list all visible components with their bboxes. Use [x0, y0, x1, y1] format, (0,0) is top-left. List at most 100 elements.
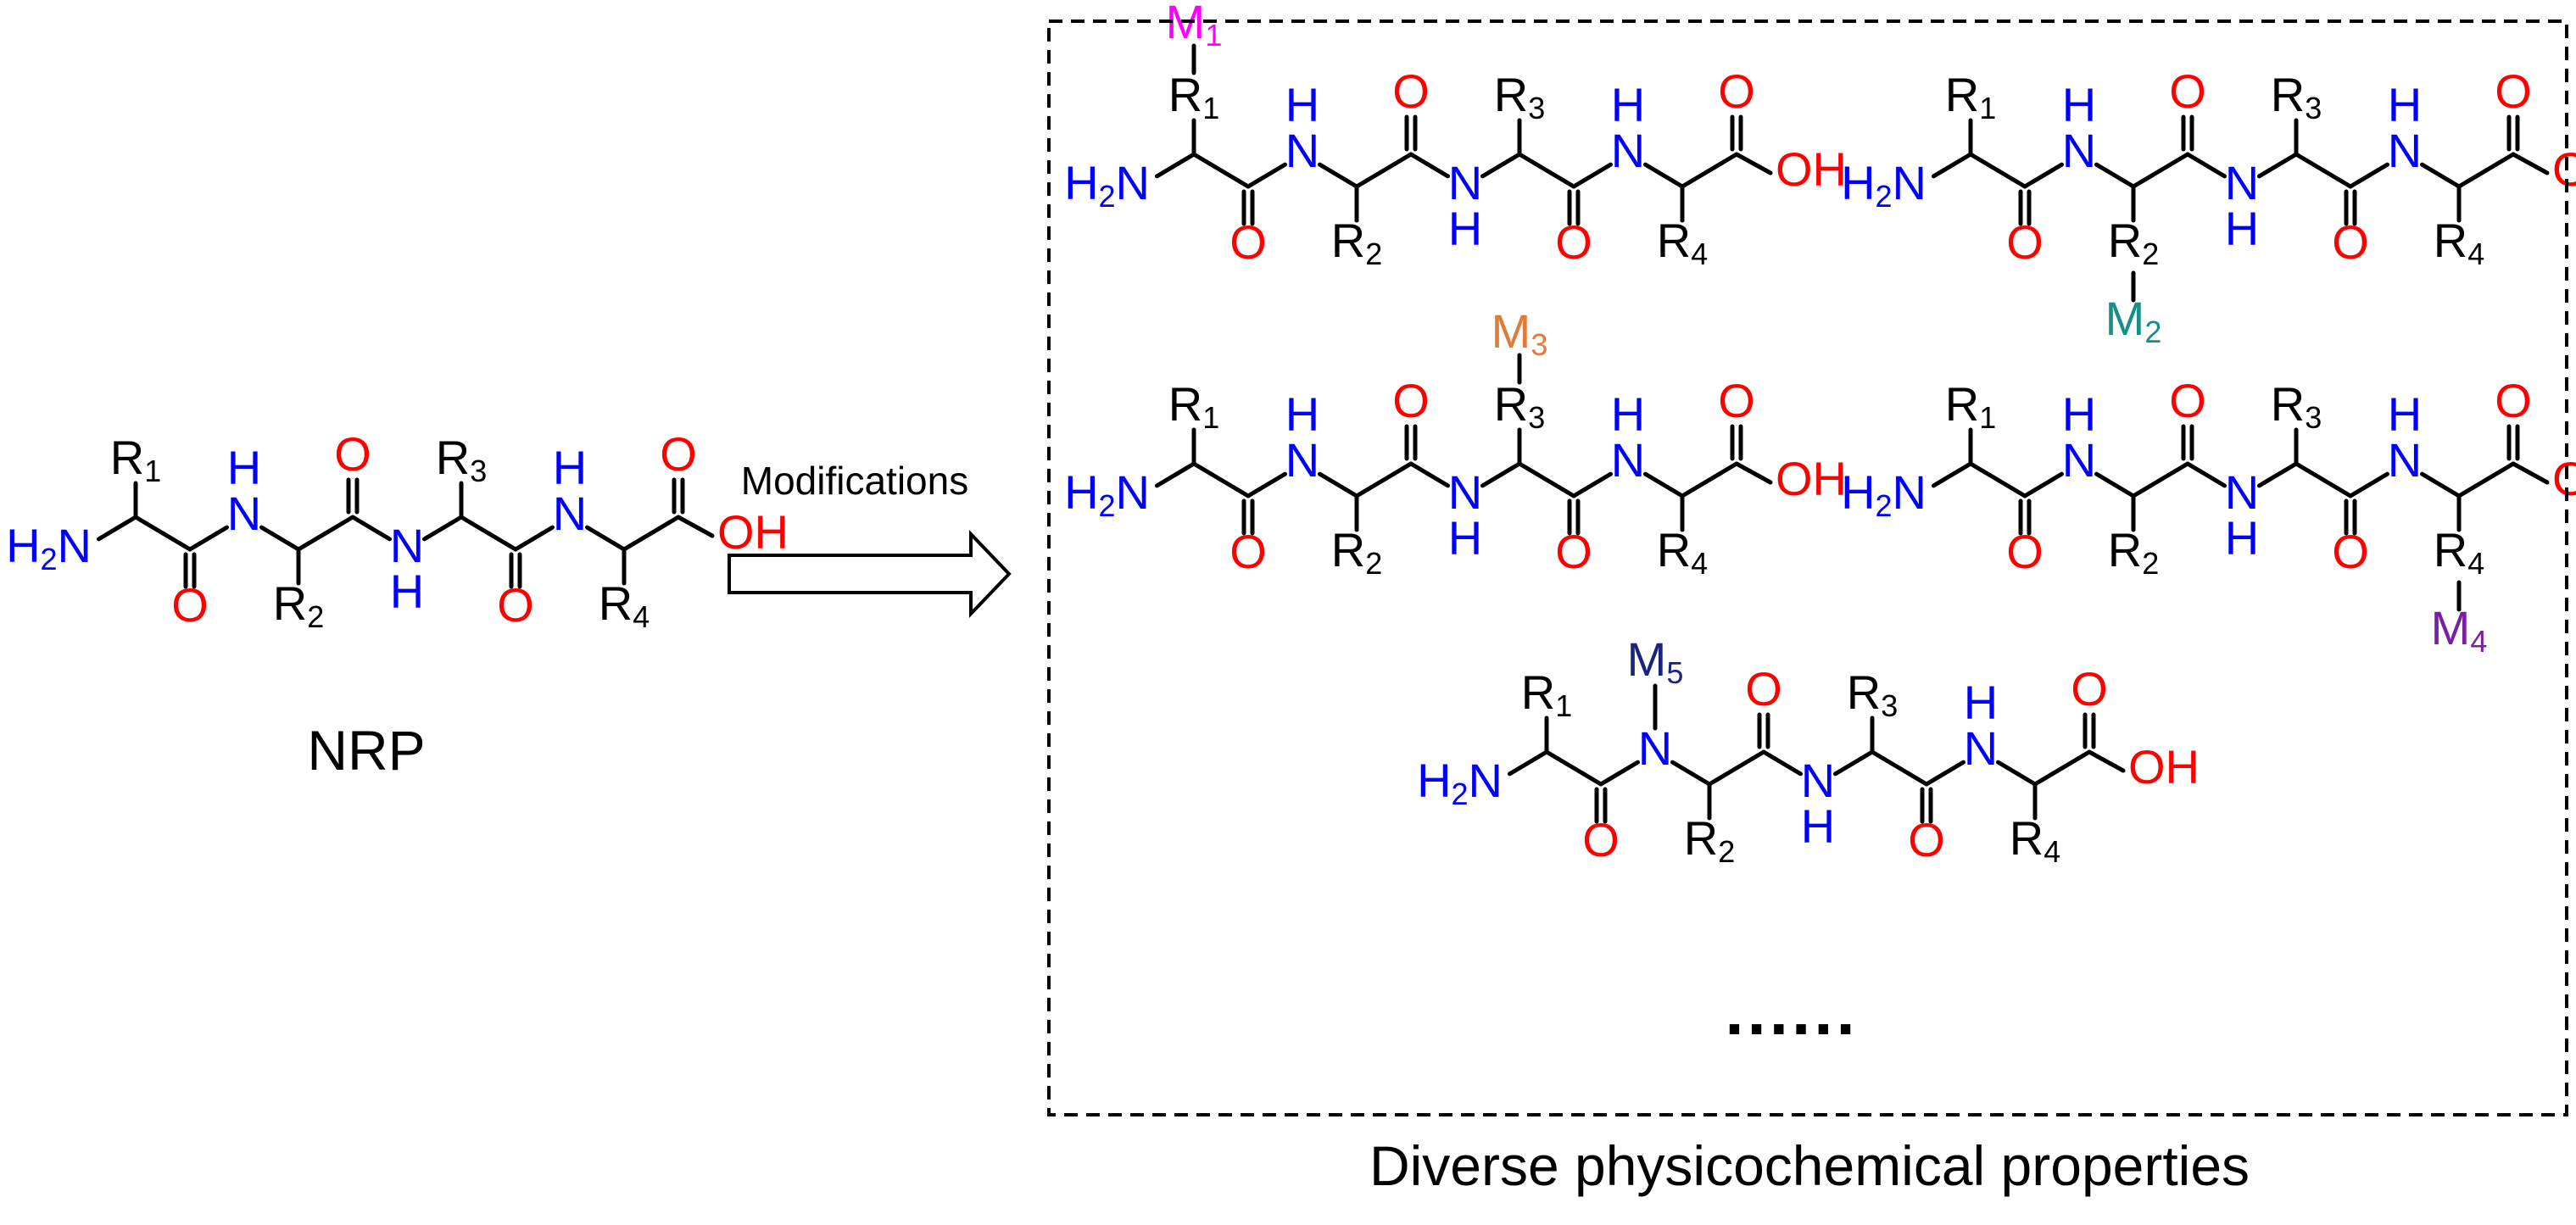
bond-line [1408, 461, 1451, 488]
bond-line [1408, 152, 1451, 179]
bond-line [1931, 461, 1973, 488]
amide-hydrogen-label: H [2225, 511, 2259, 565]
bond-line [296, 515, 355, 552]
side-chain-r4-label: R4 [2010, 811, 2060, 869]
bond-line [1571, 471, 1614, 498]
bond-line [1995, 760, 2038, 787]
bond-line [1191, 461, 1251, 498]
amide-hydrogen-label: H [2388, 387, 2422, 441]
bond-line [2185, 152, 2228, 179]
bond-line [1680, 461, 1739, 498]
side-chain-r4-label: R4 [2434, 214, 2484, 271]
side-chain-r3-label: R3 [1494, 377, 1545, 435]
bond-line [1354, 461, 1413, 498]
carboxyl-oxygen-label: O [2071, 662, 2108, 716]
amide-nitrogen-label: N [1285, 124, 1319, 177]
amide-hydrogen-label: H [227, 441, 261, 494]
bond-line [1480, 152, 1522, 179]
bond-line [1832, 749, 1875, 777]
bond-line [584, 525, 627, 552]
bond-line [1317, 471, 1359, 498]
bond-line [2348, 162, 2390, 189]
diverse-properties-label: Diverse physicochemical properties [1369, 1134, 2250, 1197]
side-chain-r3-label: R3 [1847, 665, 1898, 723]
amide-nitrogen-label: N [553, 487, 587, 540]
carbonyl-oxygen-label: O [1745, 662, 1782, 716]
amide-hydrogen-label: H [2062, 387, 2096, 441]
carbonyl-oxygen-label: O [1555, 215, 1592, 269]
amine-terminus-label: H2N [1064, 465, 1150, 523]
side-chain-r2-label: R2 [2108, 214, 2159, 271]
carbonyl-oxygen-label: O [1229, 525, 1267, 578]
m4-modification-label: M4 [2431, 601, 2488, 659]
amide-nitrogen-label: N [2225, 465, 2259, 519]
hydroxyl-label: OH [1776, 452, 1847, 505]
amide-nitrogen-label: N [2388, 433, 2422, 487]
side-chain-r2-label: R2 [2108, 523, 2159, 581]
amide-hydrogen-label: H [2388, 78, 2422, 131]
bond-line [513, 525, 555, 552]
amide-hydrogen-label: H [1964, 676, 1998, 729]
bond-line [1317, 162, 1359, 189]
carboxyl-oxygen-label: O [1718, 374, 1755, 427]
bond-line [1571, 162, 1614, 189]
side-chain-r1-label: R1 [1945, 377, 1996, 435]
peptide-structure-m4: H2NNHNHNHOOOOOHR1R2R3R4M4 [1841, 374, 2576, 659]
amide-nitrogen-label: N [2388, 124, 2422, 177]
carboxyl-oxygen-label: O [2495, 64, 2532, 118]
bond-line [1517, 461, 1576, 498]
side-chain-r4-label: R4 [599, 576, 650, 634]
bond-line [187, 525, 230, 552]
bond-line [1642, 162, 1685, 189]
side-chain-r3-label: R3 [1494, 68, 1545, 125]
side-chain-r1-label: R1 [1168, 377, 1219, 435]
amide-hydrogen-label: H [1801, 799, 1835, 853]
amide-hydrogen-label: H [553, 441, 587, 494]
carbonyl-oxygen-label: O [497, 578, 534, 632]
amide-nitrogen-label: N [390, 519, 424, 572]
bond-line [1931, 152, 1973, 179]
amide-nitrogen-label: N [2062, 124, 2096, 177]
peptide-structure-m2: H2NNHNHNHOOOOOHR1R2M2R3R4 [1841, 64, 2576, 349]
carbonyl-oxygen-label: O [1392, 374, 1430, 427]
bond-line [1870, 749, 1929, 787]
bond-line [1680, 152, 1739, 189]
amide-hydrogen-label: H [1285, 387, 1319, 441]
bond-line [1734, 461, 1773, 485]
bond-line [1517, 152, 1576, 189]
bond-line [676, 515, 715, 538]
bond-line [1507, 749, 1549, 777]
amide-nitrogen-label: N [1611, 433, 1645, 487]
bond-line [2511, 461, 2550, 485]
amide-nitrogen-label: N [1611, 124, 1645, 177]
bond-line [2456, 152, 2516, 189]
side-chain-r4-label: R4 [1657, 523, 1708, 581]
amide-nitrogen-label: N [2062, 433, 2096, 487]
bond-line [2348, 471, 2390, 498]
bond-line [622, 515, 681, 552]
side-chain-r4-label: R4 [2434, 523, 2484, 581]
amide-hydrogen-label: H [2225, 202, 2259, 255]
bond-line [1544, 749, 1603, 787]
bond-line [96, 515, 138, 542]
amide-hydrogen-label: H [390, 565, 424, 618]
bond-line [2131, 461, 2190, 498]
amine-terminus-label: H2N [1417, 754, 1503, 811]
bond-line [2185, 461, 2228, 488]
amine-terminus-label: H2N [6, 519, 92, 576]
bond-line [2294, 461, 2353, 498]
amine-terminus-label: H2N [1841, 156, 1926, 214]
bond-line [459, 515, 518, 552]
bond-line [1246, 162, 1288, 189]
amide-nitrogen-label: N [1448, 156, 1482, 209]
bond-line [1154, 461, 1196, 488]
bond-line [2511, 152, 2550, 175]
amide-hydrogen-label: H [1448, 202, 1482, 255]
amide-hydrogen-label: H [2062, 78, 2096, 131]
bond-line [2094, 471, 2136, 498]
bond-line [2256, 152, 2299, 179]
carbonyl-oxygen-label: O [2006, 215, 2044, 269]
